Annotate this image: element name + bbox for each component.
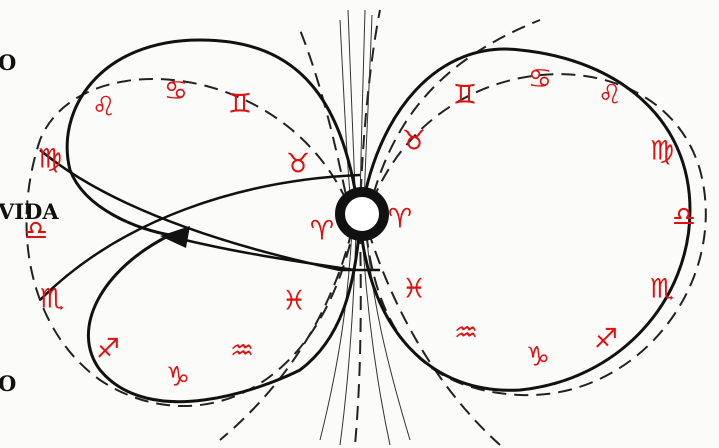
left-taurus-icon: ♉ <box>286 149 310 180</box>
left-aquarius-icon: ♒ <box>230 336 254 367</box>
left-pisces-icon: ♓ <box>282 286 306 317</box>
left-virgo-icon: ♍ <box>38 144 62 175</box>
right-lobe-signs: ♈ ♉ ♊ ♋ ♌ ♍ ♎ ♏ ♐ ♑ ♒ ♓ <box>388 64 696 373</box>
arrow-icon <box>160 226 190 248</box>
left-sagittarius-icon: ♐ <box>96 334 120 365</box>
right-gemini-icon: ♊ <box>453 80 477 111</box>
left-aries-icon: ♈ <box>310 216 334 247</box>
right-capricorn-icon: ♑ <box>526 342 550 373</box>
right-virgo-icon: ♍ <box>650 136 674 167</box>
left-cancer-icon: ♋ <box>164 76 188 107</box>
label-vida: VIDA <box>0 201 59 222</box>
right-pisces-icon: ♓ <box>402 274 426 305</box>
lower-crossing-line <box>40 150 380 270</box>
left-leo-icon: ♌ <box>92 92 116 123</box>
ring-icon <box>340 192 384 236</box>
label-bottom: O <box>0 373 16 394</box>
right-leo-icon: ♌ <box>598 80 622 111</box>
left-capricorn-icon: ♑ <box>166 362 190 393</box>
right-aries-icon: ♈ <box>388 204 412 235</box>
left-gemini-icon: ♊ <box>228 89 252 120</box>
right-aquarius-icon: ♒ <box>454 318 478 349</box>
label-top: O <box>0 52 16 73</box>
dashed-bottom-fan-3 <box>368 230 500 445</box>
right-libra-icon: ♎ <box>672 202 696 233</box>
left-scorpio-icon: ♏ <box>40 284 64 315</box>
right-scorpio-icon: ♏ <box>650 274 674 305</box>
dashed-top-fan-1 <box>300 30 350 215</box>
right-taurus-icon: ♉ <box>402 126 426 157</box>
right-sagittarius-icon: ♐ <box>594 324 618 355</box>
right-cancer-icon: ♋ <box>528 64 552 95</box>
